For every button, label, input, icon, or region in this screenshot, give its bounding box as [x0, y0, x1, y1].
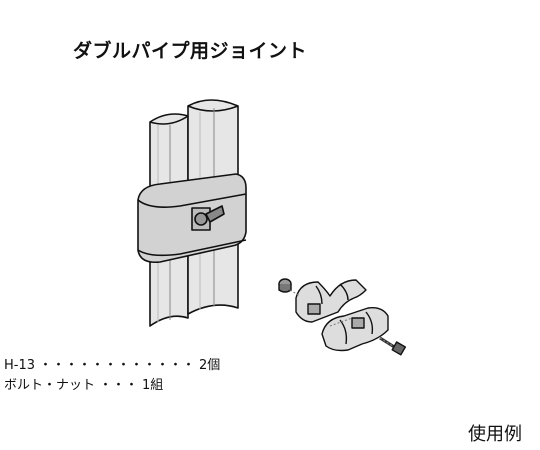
- parts-list-item: H-13・・・・・・・・・・・・2個: [4, 356, 220, 376]
- parts-list-item: ボルト・ナット・・・1組: [4, 376, 220, 396]
- bolt: [379, 336, 407, 356]
- leader-dots: ・・・・・・・・・・・・: [39, 358, 196, 373]
- clamp-half-lower: [321, 306, 389, 352]
- part-quantity: 2個: [199, 358, 221, 373]
- usage-example-caption: 使用例: [468, 424, 522, 445]
- joint-clamp: [137, 173, 247, 264]
- parts-list: H-13・・・・・・・・・・・・2個 ボルト・ナット・・・1組: [4, 356, 220, 396]
- page-title: ダブルパイプ用ジョイント: [72, 40, 307, 62]
- exploded-parts: [278, 278, 407, 356]
- clamp-half-upper: [295, 279, 367, 323]
- leader-dots: ・・・: [99, 378, 139, 393]
- nut: [278, 278, 292, 293]
- part-name: H-13: [4, 358, 36, 373]
- part-quantity: 1組: [142, 378, 164, 393]
- part-name: ボルト・ナット: [4, 378, 96, 393]
